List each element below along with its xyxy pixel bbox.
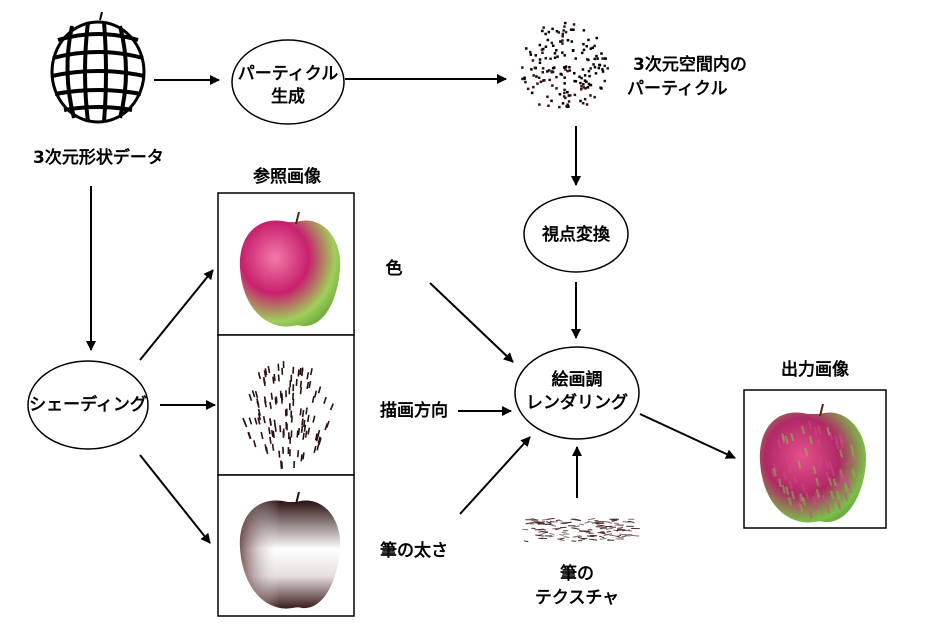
shape-data-label: 3次元形状データ [33, 147, 164, 168]
brush-thickness-edge-label: 筆の太さ [380, 540, 448, 561]
arrow-color-to-painterly [429, 282, 514, 363]
arrow-thickness-to-painterly [459, 436, 531, 515]
viewpoint-label: 視点変換 [541, 224, 611, 245]
color-apple-image [239, 211, 341, 327]
output-image-label: 出力画像 [781, 359, 850, 380]
particles-3d-label-2: パーティクル [627, 79, 727, 99]
painterly-label-2: レンダリング [526, 392, 628, 413]
shading-node [27, 360, 149, 450]
shading-apple-image [239, 491, 341, 609]
particle-generation-label-1: パーティクル [238, 64, 338, 84]
stroke-direction-image [242, 361, 334, 470]
painterly-label-1: 絵画調 [552, 369, 603, 390]
particles-3d-label-1: 3次元空間内の [633, 54, 747, 75]
stroke-direction-edge-label: 描画方向 [380, 400, 448, 421]
brush-texture-label-2: テクスチャ [535, 588, 619, 608]
particle-generation-node [231, 39, 345, 125]
output-brush-strokes [770, 420, 856, 519]
wireframe-apple-icon [50, 11, 146, 124]
reference-images-label: 参照画像 [253, 166, 322, 187]
painterly-rendering-node [514, 346, 640, 440]
arrow-shading-to-color [139, 269, 214, 361]
brush-texture-label-1: 筆の [560, 563, 594, 584]
brush-texture-image [522, 517, 640, 543]
shading-label: シェーディング [29, 394, 147, 415]
color-edge-label: 色 [386, 258, 403, 279]
arrows [86, 74, 736, 544]
particle-generation-label-2: 生成 [271, 86, 305, 107]
arrow-shading-to-thickness [139, 454, 211, 544]
arrow-painterly-to-output [639, 413, 736, 459]
particle-cloud-icon [521, 21, 609, 109]
viewpoint-node [523, 195, 629, 273]
